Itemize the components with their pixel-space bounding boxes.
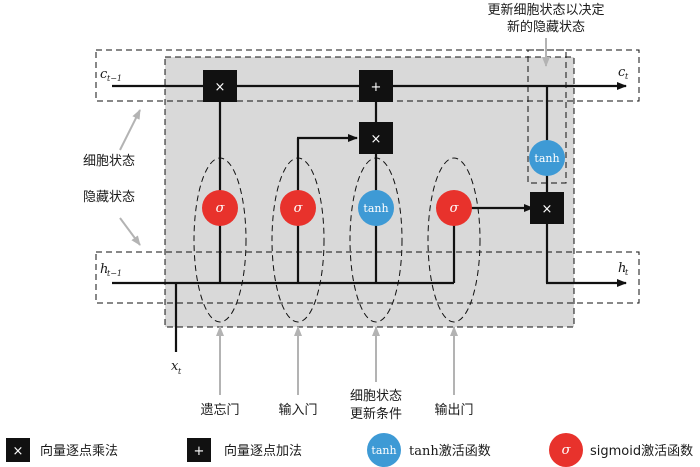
svg-text:t: t: [625, 72, 629, 81]
svg-text:c: c: [618, 65, 626, 80]
cell-state-pointer: [119, 109, 141, 151]
svg-text:h: h: [618, 261, 626, 276]
cell-add-node: +: [359, 70, 393, 102]
forget-multiply-node: ×: [203, 70, 237, 102]
legend-tanh: tanh tanh激活函数: [367, 433, 491, 467]
output-tanh-node: tanh: [529, 140, 565, 176]
svg-text:tanh: tanh: [534, 152, 559, 165]
svg-text:×: ×: [215, 80, 226, 95]
h-prev-label: h t−1: [100, 262, 122, 278]
update-tanh-node: tanh: [358, 190, 394, 226]
svg-text:σ: σ: [562, 443, 572, 458]
forget-gate-label: 遗忘门: [200, 403, 239, 418]
top-note-line2: 新的隐藏状态: [507, 19, 585, 35]
svg-text:向量逐点加法: 向量逐点加法: [224, 443, 302, 459]
output-multiply-node: ×: [530, 192, 564, 224]
h-next-label: h t: [618, 261, 629, 277]
input-gate-label: 输入门: [278, 402, 317, 418]
legend-add: + 向量逐点加法: [187, 438, 302, 462]
svg-text:t: t: [625, 268, 629, 277]
svg-text:向量逐点乘法: 向量逐点乘法: [40, 443, 118, 459]
svg-text:×: ×: [13, 444, 24, 459]
hidden-state-pointer: [119, 217, 141, 246]
cell-state-label: 细胞状态: [83, 154, 135, 169]
svg-text:tanh: tanh: [371, 444, 396, 457]
svg-text:+: +: [371, 80, 382, 95]
c-prev-label: c t−1: [100, 67, 122, 83]
forget-sigma-node: σ: [202, 190, 238, 226]
update-label-line1: 细胞状态: [350, 389, 402, 404]
hidden-state-box: [95, 251, 640, 304]
svg-text:×: ×: [542, 202, 553, 217]
input-multiply-node: ×: [359, 122, 393, 154]
output-gate-label: 输出门: [434, 402, 473, 418]
top-note-line1: 更新细胞状态以决定: [487, 2, 604, 18]
svg-text:tanh激活函数: tanh激活函数: [409, 444, 491, 459]
svg-text:σ: σ: [216, 201, 226, 216]
update-label-line2: 更新条件: [350, 406, 402, 422]
hidden-state-label: 隐藏状态: [83, 190, 135, 205]
svg-text:t−1: t−1: [107, 269, 122, 278]
output-sigma-node: σ: [436, 190, 472, 226]
svg-text:+: +: [194, 444, 205, 459]
input-sigma-node: σ: [280, 190, 316, 226]
svg-text:t: t: [178, 367, 182, 376]
svg-text:tanh: tanh: [363, 202, 388, 215]
legend-sigma: σ sigmoid激活函数: [549, 433, 693, 467]
x-input-label: x t: [171, 359, 182, 376]
c-next-label: c t: [618, 65, 629, 81]
svg-text:sigmoid激活函数: sigmoid激活函数: [590, 444, 693, 459]
output-gate-ellipse: [427, 157, 481, 323]
svg-text:σ: σ: [294, 201, 304, 216]
svg-text:h: h: [100, 262, 108, 277]
svg-text:×: ×: [371, 132, 382, 147]
svg-text:x: x: [171, 359, 179, 374]
svg-text:σ: σ: [450, 201, 460, 216]
svg-text:c: c: [100, 67, 108, 82]
svg-text:t−1: t−1: [107, 74, 122, 83]
legend-multiply: × 向量逐点乘法: [6, 438, 118, 462]
